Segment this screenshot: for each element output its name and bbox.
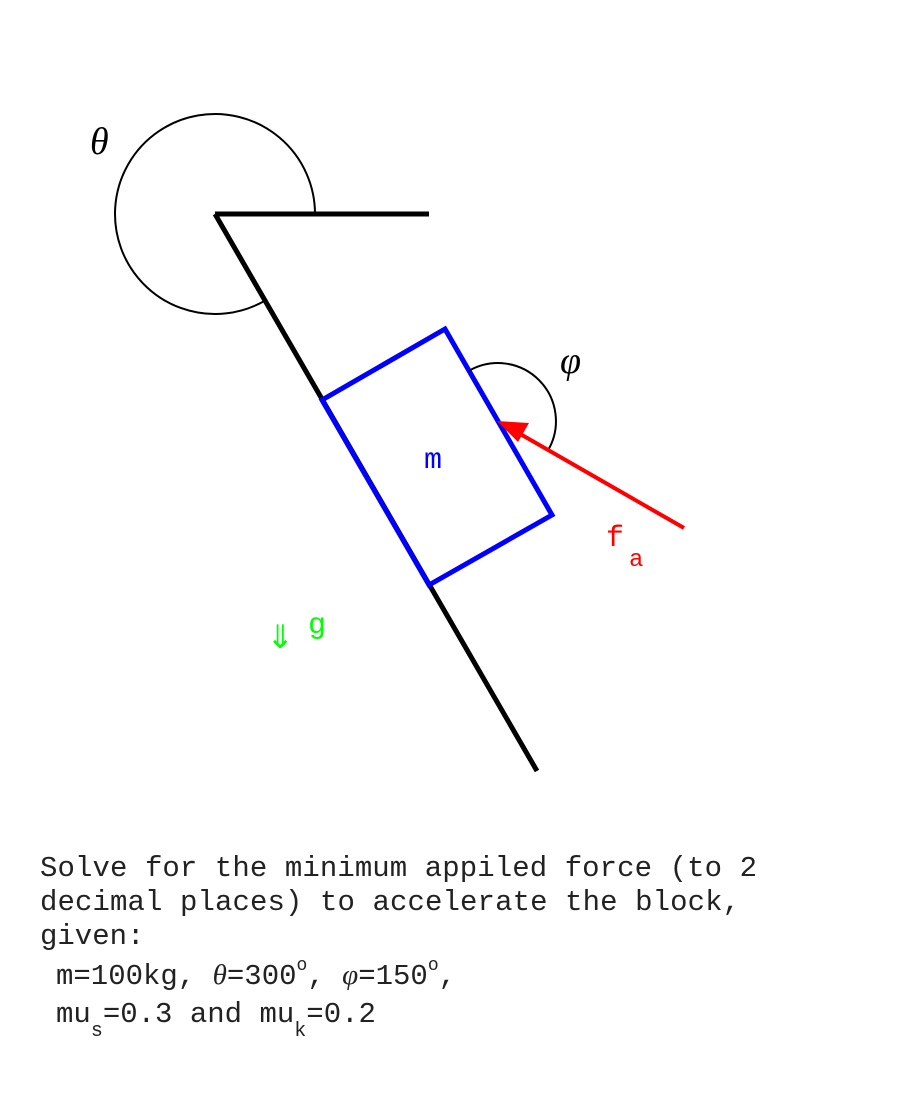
- theta-symbol: θ: [213, 959, 227, 991]
- gravity-arrow-icon: ⇓: [267, 612, 294, 662]
- friction-values: mus=0.3 and muk=0.2: [56, 998, 376, 1043]
- phi-value: =150: [358, 960, 428, 993]
- applied-force-arrow-shaft: [514, 429, 685, 530]
- mu-s-value: =0.3 and: [103, 998, 260, 1031]
- degree-symbol: o: [297, 956, 308, 976]
- mu-k-value: =0.2: [306, 998, 376, 1031]
- gravity-label: g: [308, 609, 326, 643]
- mu-k-label: mu: [259, 998, 294, 1031]
- mu-k-subscript: k: [294, 1020, 306, 1043]
- problem-statement: Solve for the minimum appiled force (to …: [40, 852, 757, 1043]
- problem-line-3: given:: [40, 920, 144, 953]
- phi-symbol: φ: [342, 959, 358, 991]
- problem-line-1: Solve for the minimum appiled force (to …: [40, 852, 757, 885]
- mass-value: m=100kg,: [56, 960, 213, 993]
- force-subscript: a: [629, 547, 643, 574]
- comma-end: ,: [439, 960, 456, 993]
- theta-value: =300: [227, 960, 297, 993]
- mass-label: m: [424, 444, 442, 478]
- problem-line-2: decimal places) to accelerate the block,: [40, 886, 740, 919]
- given-values: m=100kg, θ=300o, φ=150o,: [56, 956, 456, 993]
- degree-symbol: o: [428, 956, 439, 976]
- theta-angle-arc: [114, 113, 316, 315]
- applied-force-arrow-head: [497, 421, 529, 442]
- theta-label: θ: [90, 121, 109, 163]
- mu-s-subscript: s: [91, 1020, 103, 1043]
- mu-s-label: mu: [56, 998, 91, 1031]
- phi-label: φ: [560, 340, 581, 382]
- block: [318, 325, 556, 589]
- comma: ,: [307, 960, 342, 993]
- phi-angle-arc: [468, 362, 557, 451]
- force-label: f: [606, 522, 624, 556]
